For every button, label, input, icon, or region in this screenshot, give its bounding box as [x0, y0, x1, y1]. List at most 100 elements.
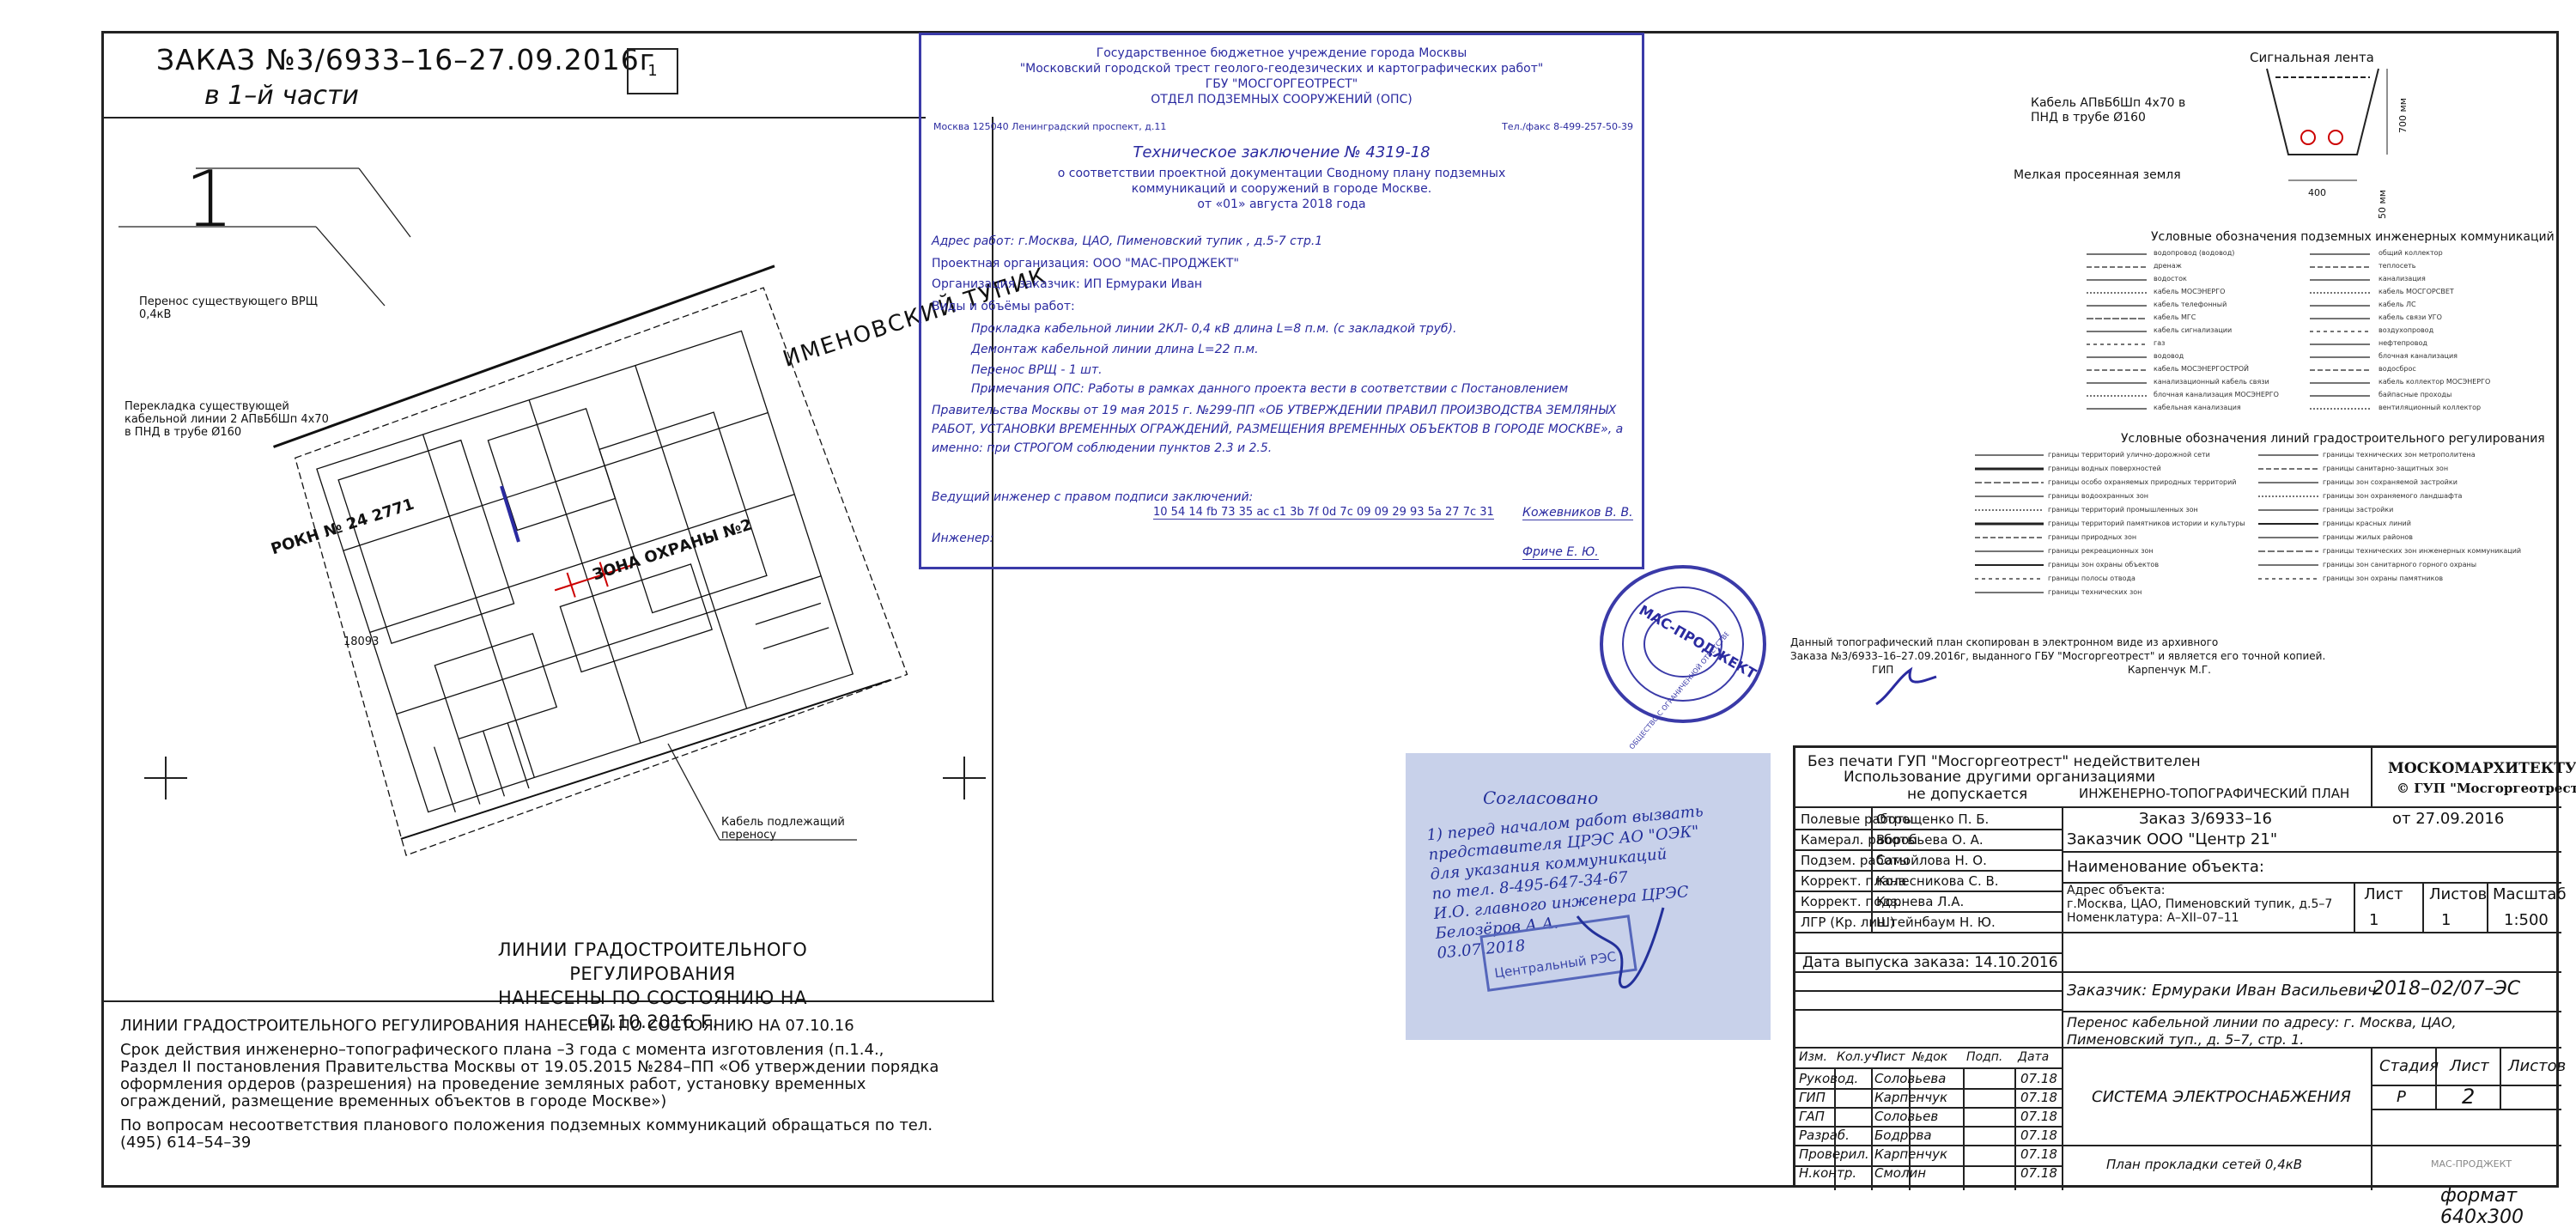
tb-nomenclature: Номенклатура: А–XII–07–11: [2067, 911, 2239, 925]
tb-sheets: 1: [2441, 911, 2451, 929]
legend-eng-item: водосброс: [2379, 365, 2416, 373]
org-line-4: ОТДЕЛ ПОДЗЕМНЫХ СООРУЖЕНИЙ (ОПС): [1151, 93, 1413, 106]
legend-eng-item: кабель коллектор МОСЭНЕРГО: [2379, 378, 2491, 386]
tb-signer-name: Соловьева: [1874, 1071, 1947, 1086]
legend-eng-item: теплосеть: [2379, 262, 2416, 270]
legend-grad-item: границы зон охраны объектов: [2048, 561, 2160, 568]
tb-org: МОСКОМАРХИТЕКТУРА: [2388, 760, 2576, 777]
tb-object-addr-label: Адрес объекта:: [2067, 884, 2166, 897]
tb-customer-2: Заказчик: Ермураки Иван Васильевич: [2067, 982, 2377, 1000]
tb-company-logo: МАС-ПРОДЖЕКТ: [2431, 1158, 2512, 1170]
tb-order: Заказ 3/6933–16: [2139, 810, 2272, 828]
tb-scale: 1:500: [2504, 911, 2549, 929]
tb-signer-name: Карпенчук: [1874, 1090, 1948, 1105]
org-line-3: ГБУ "МОСГОРГЕОТРЕСТ": [1205, 77, 1358, 91]
building-number: 18093: [343, 635, 380, 648]
about-line-2: коммуникаций и сооружений в городе Москв…: [1131, 182, 1432, 196]
gip-label: ГИП: [1872, 664, 1894, 676]
technical-conclusion: Государственное бюджетное учреждение гор…: [919, 33, 1644, 569]
tb-sheet-header: Лист: [2364, 885, 2403, 903]
tb-stage-header: Стадия: [2379, 1057, 2439, 1075]
org-address: Москва 125040 Ленинградский проспект, д.…: [933, 121, 1167, 132]
regulation-line-1: ЛИНИИ ГРАДОСТРОИТЕЛЬНОГО РЕГУЛИРОВАНИЯ: [497, 939, 808, 984]
gip-name: Карпенчук М.Г.: [2127, 664, 2211, 676]
tb-staff-role: ЛГР (Кр. лин.): [1801, 915, 1895, 930]
tb-staff-role: Камерал. работы: [1801, 832, 1917, 848]
work-item-2: Демонтаж кабельной линии длина L=22 п.м.: [971, 343, 1259, 356]
work-item-1: Прокладка кабельной линии 2КЛ- 0,4 кВ дл…: [971, 322, 1457, 336]
tb-staff-role: Коррект. подз.: [1801, 894, 1902, 909]
tb-staff-role: Коррект. плана: [1801, 873, 1907, 889]
gov-decree: Правительства Москвы от 19 мая 2015 г. №…: [932, 404, 1624, 455]
legend-grad-item: границы технических зон метрополитена: [2323, 451, 2476, 459]
tb-signer-date: 07.18: [2020, 1090, 2057, 1105]
legend-eng-item: блочная канализация МОСЭНЕРГО: [2154, 391, 2279, 398]
approval-signature: [1576, 907, 1665, 988]
lead-engineer-name: Кожевников В. В.: [1522, 506, 1633, 520]
tb-sheet2-header: Лист: [2450, 1057, 2489, 1075]
legend-eng-item: кабель связи УГО: [2379, 313, 2442, 321]
engineer-name: Фриче Е. Ю.: [1522, 545, 1599, 560]
tb-drawing: План прокладки сетей 0,4кВ: [2106, 1157, 2303, 1172]
tb-staff-name: Штейнбаум Н. Ю.: [1876, 915, 1996, 930]
legend-eng-item: воздухопровод: [2379, 326, 2434, 334]
works-label: Виды и объёмы работ:: [932, 300, 1075, 313]
legend-grad-item: границы зон охраняемого ландшафта: [2323, 492, 2463, 500]
dim-depth: 700 мм: [2397, 97, 2409, 133]
tb-signer-date: 07.18: [2020, 1146, 2057, 1162]
order-subtitle: в 1–й части: [204, 81, 359, 111]
tb-signer-name: Бодрова: [1874, 1128, 1932, 1143]
tb-customer: Заказчик ООО "Центр 21": [2067, 830, 2278, 848]
conclusion-about: о соответствии проектной документации Св…: [921, 166, 1642, 212]
copy-note-line-1: Данный топографический план скопирован в…: [1790, 636, 2219, 648]
order-header: ЗАКАЗ №3/6933–16–27.09.2016г в 1–й части…: [101, 31, 926, 119]
tb-signer-role: Руковод.: [1799, 1071, 1859, 1086]
work-item-3: Перенос ВРЩ - 1 шт.: [971, 363, 1103, 377]
legend-eng-item: водовод: [2154, 352, 2184, 360]
regulation-lines-note: ЛИНИИ ГРАДОСТРОИТЕЛЬНОГО РЕГУЛИРОВАНИЯ Н…: [481, 938, 824, 1034]
customer-org: Организация заказчик: ИП Ермураки Иван: [932, 277, 1203, 291]
tb-signer-role: ГИП: [1799, 1090, 1826, 1105]
tb-staff-name: Отрощенко П. Б.: [1876, 812, 1990, 827]
legend-grad-title: Условные обозначения линий градостроител…: [2121, 432, 2545, 446]
conclusion-org-header: Государственное бюджетное учреждение гор…: [921, 46, 1642, 107]
org-line-1: Государственное бюджетное учреждение гор…: [1096, 46, 1467, 60]
tb-sheets-header: Листов: [2429, 885, 2488, 903]
legend-grad-item: границы природных зон: [2048, 533, 2137, 541]
signal-tape-label: Сигнальная лента: [2250, 50, 2374, 65]
drawing-frame: [101, 31, 2559, 1188]
tb-signer-date: 07.18: [2020, 1071, 2057, 1086]
copy-note: Данный топографический план скопирован в…: [1790, 635, 2325, 677]
plan-notes: ЛИНИИ ГРАДОСТРОИТЕЛЬНОГО РЕГУЛИРОВАНИЯ Н…: [120, 1018, 945, 1158]
note-1: ЛИНИИ ГРАДОСТРОИТЕЛЬНОГО РЕГУЛИРОВАНИЯ Н…: [120, 1017, 854, 1035]
legend-grad-item: границы зон сохраняемой застройки: [2323, 478, 2458, 486]
legend-eng-item: блочная канализация: [2379, 352, 2458, 360]
tb-project-code: 2018–02/07–ЭС: [2372, 978, 2521, 1000]
legend-eng-item: канализационный кабель связи: [2154, 378, 2269, 386]
tb-signers-header-cell: Кол.уч: [1837, 1050, 1879, 1064]
tb-signers-header-cell: Изм.: [1799, 1050, 1827, 1064]
tb-staff-role: Подзем. работы: [1801, 853, 1910, 868]
conclusion-title: Техническое заключение № 4319-18: [1133, 143, 1431, 161]
lead-engineer-label: Ведущий инженер с правом подписи заключе…: [932, 490, 1254, 504]
order-box: 1: [627, 48, 678, 94]
note-3: По вопросам несоответствия планового пол…: [120, 1116, 933, 1152]
project-org: Проектная организация: ООО "МАС-ПРОДЖЕКТ…: [932, 257, 1239, 271]
tb-staff-name: Воробьева О. А.: [1876, 832, 1984, 848]
tb-staff-role: Полевые работы: [1801, 812, 1914, 827]
order-title: ЗАКАЗ №3/6933–16–27.09.2016г: [156, 43, 656, 76]
legend-grad-symbols: [1975, 454, 2318, 593]
tb-sheet: 1: [2369, 911, 2379, 929]
legend-eng-item: дренаж: [2154, 262, 2182, 270]
sand-label: Мелкая просеянная земля: [2014, 168, 2181, 182]
tb-signers-header-cell: Дата: [2018, 1050, 2050, 1064]
tb-object-addr: г.Москва, ЦАО, Пименовский тупик, д.5–7: [2067, 897, 2333, 911]
tb-warning-2: Использование другими организациями: [1844, 769, 2156, 786]
legend-eng-item: водосток: [2154, 275, 2187, 283]
sheet-number: 1: [185, 155, 234, 245]
approval-photo: Согласовано 1) перед началом работ вызва…: [1406, 753, 1771, 1040]
org-phone: Тел./факс 8-499-257-50-39: [1502, 121, 1633, 132]
tb-signer-name: Соловьев: [1874, 1109, 1939, 1124]
tb-staff-name: Колесникова С. В.: [1876, 873, 1999, 889]
topographic-plan: [101, 117, 994, 1002]
